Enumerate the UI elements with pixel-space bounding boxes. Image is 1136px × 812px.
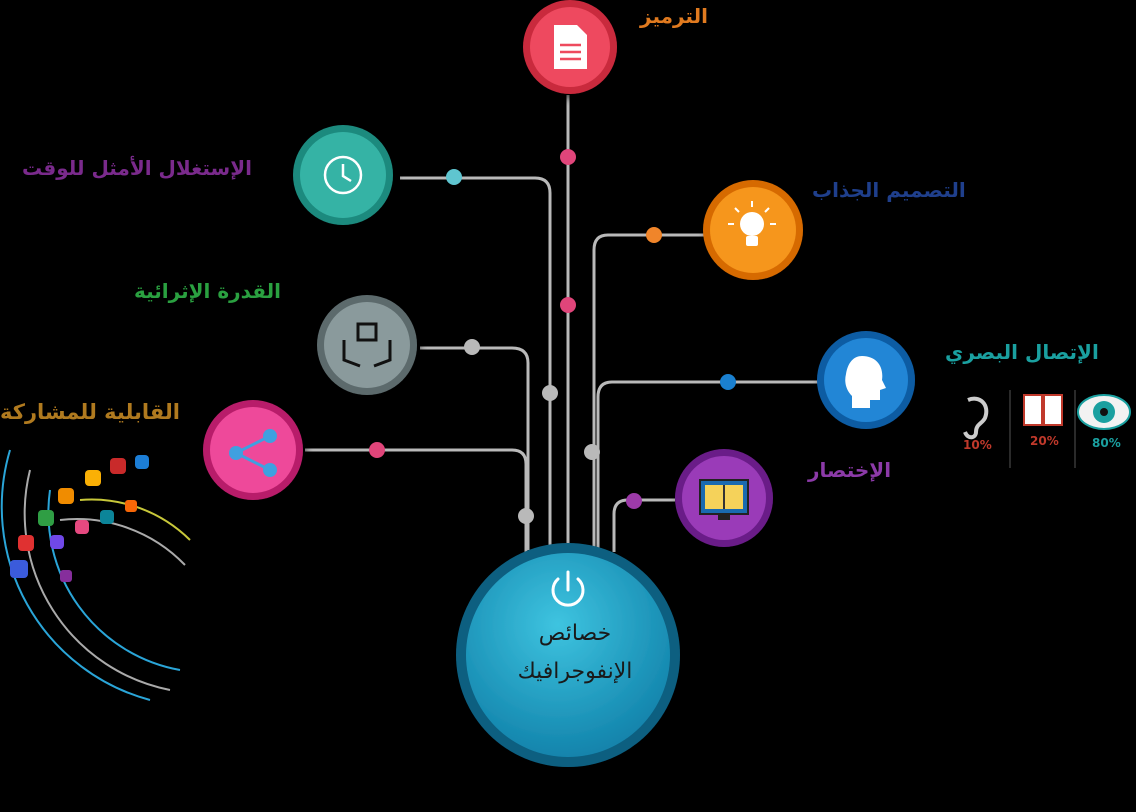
clock-icon (323, 155, 363, 195)
label-encoding: الترميز (640, 4, 708, 28)
connector-design (592, 233, 705, 548)
power-icon (551, 570, 585, 607)
label-design: التصميم الجذاب (812, 178, 966, 202)
label-visual: الإتصال البصري (945, 340, 1099, 364)
label-share: القابلية للمشاركة (0, 400, 180, 424)
center-node (456, 543, 680, 767)
connector-time (400, 176, 552, 548)
dot (584, 444, 600, 460)
dot (560, 297, 576, 313)
center-title: خصائص الإنفوجرافيك (470, 615, 680, 691)
book-icon (1023, 394, 1063, 426)
connector-brief (612, 498, 675, 552)
center-title-line1: خصائص (538, 621, 612, 646)
node-enrich (317, 295, 417, 395)
social-arcs-graphic (0, 449, 191, 701)
connector-enrich (420, 346, 530, 550)
dot (626, 493, 642, 509)
center-title-line2: الإنفوجرافيك (517, 659, 633, 684)
document-icon (554, 25, 587, 69)
stat-ear-value: 10% (963, 438, 992, 452)
stat-book-value: 20% (1030, 434, 1059, 448)
dot (646, 227, 662, 243)
dot (720, 374, 736, 390)
label-brief: الإختصار (808, 458, 892, 482)
connector-lines (305, 95, 818, 552)
monitor-book-icon (699, 479, 749, 520)
visual-stats-panel (963, 390, 1131, 468)
connector-share (305, 448, 528, 552)
node-share (203, 400, 303, 500)
share-icon (229, 429, 277, 477)
dot (560, 149, 576, 165)
stat-eye-value: 80% (1092, 436, 1121, 450)
hands-box-icon (342, 322, 392, 368)
dot (542, 385, 558, 401)
label-time: الإستغلال الأمثل للوقت (22, 156, 252, 180)
dot (446, 169, 462, 185)
eye-icon (1077, 394, 1131, 430)
social-icons-cluster (10, 455, 149, 582)
connector-dots (369, 149, 736, 524)
dot (464, 339, 480, 355)
label-enrich: القدرة الإثرائية (134, 279, 281, 303)
ear-icon (963, 396, 989, 440)
dot (369, 442, 385, 458)
dot (518, 508, 534, 524)
connector-visual (596, 380, 818, 548)
head-icon (845, 356, 886, 408)
lightbulb-icon (728, 201, 776, 246)
